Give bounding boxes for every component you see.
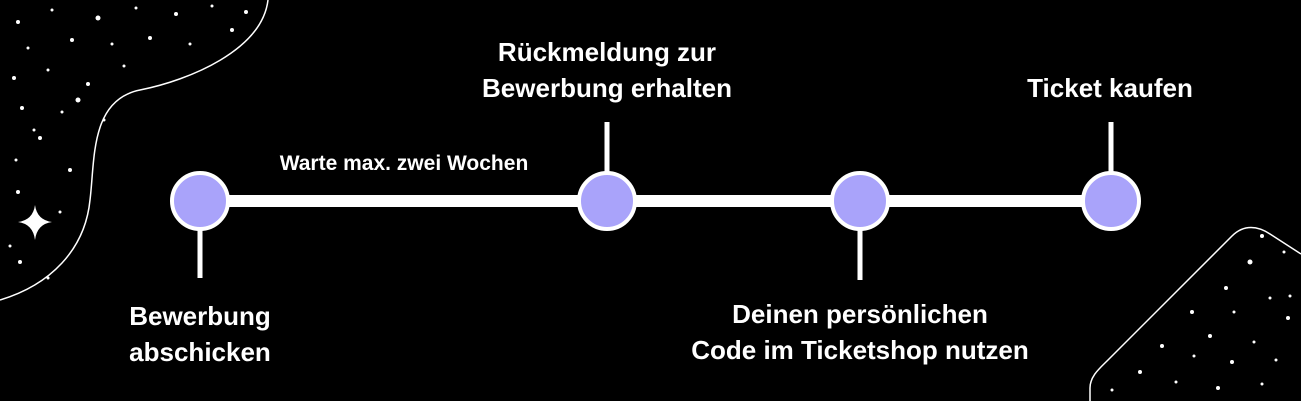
star-dot (1232, 310, 1236, 314)
star-dot (70, 38, 74, 42)
step-3-line-1: Deinen persönlichen (732, 299, 988, 329)
bottom-right-curve (1089, 226, 1301, 401)
star-dot (1252, 340, 1256, 344)
step-3-line-2: Code im Ticketshop nutzen (691, 335, 1029, 365)
star-dot (38, 136, 42, 140)
step-label-4: Ticket kaufen (960, 70, 1260, 106)
star-dot (8, 244, 12, 248)
node-step-1 (170, 171, 230, 231)
star-dot (1216, 386, 1220, 390)
star-dot (14, 158, 18, 162)
node-step-2 (577, 171, 637, 231)
star-dot (1274, 358, 1278, 362)
star-dot (46, 68, 50, 72)
star-dot (20, 106, 24, 110)
star-dot (16, 190, 20, 194)
star-dot (1286, 316, 1290, 320)
node-step-4 (1081, 171, 1141, 231)
star-dot (1288, 294, 1292, 298)
star-dot (1208, 334, 1212, 338)
star-dot (174, 12, 178, 16)
star-dot (230, 28, 234, 32)
star-dot (1224, 286, 1228, 290)
star-dot (1230, 360, 1234, 364)
star-dot (210, 4, 214, 8)
step-1-line-2: abschicken (129, 337, 271, 367)
star-dot (32, 128, 36, 132)
star-dot (122, 64, 126, 68)
star-dot (18, 260, 22, 264)
star-dot (68, 168, 72, 172)
star-dot (148, 36, 152, 40)
step-label-1: Bewerbung abschicken (50, 298, 350, 370)
step-2-line-2: Bewerbung erhalten (482, 73, 732, 103)
star-dot (1138, 370, 1142, 374)
star-dot (1174, 380, 1178, 384)
star-dot (75, 97, 81, 103)
star-dot (1282, 250, 1286, 254)
star-dot (188, 42, 192, 46)
top-left-curve (0, 0, 269, 301)
star-dot (1260, 234, 1264, 238)
step-label-2: Rückmeldung zur Bewerbung erhalten (407, 34, 807, 106)
star-dot (16, 20, 20, 24)
star-dot (1110, 388, 1114, 392)
star-dot (1260, 382, 1264, 386)
star-dot (1160, 344, 1164, 348)
star-dot (134, 6, 138, 10)
star-dot (1192, 354, 1196, 358)
star-dot (1247, 259, 1253, 265)
step-label-3: Deinen persönlichen Code im Ticketshop n… (660, 296, 1060, 368)
star-dot (1268, 296, 1272, 300)
step-4-line-1: Ticket kaufen (1027, 73, 1193, 103)
star-dot (46, 276, 50, 280)
star-dot (60, 110, 64, 114)
node-step-3 (830, 171, 890, 231)
star-dot (12, 76, 16, 80)
star-dot (102, 118, 106, 122)
step-1-line-1: Bewerbung (129, 301, 271, 331)
star-dot (50, 8, 54, 12)
star-dot (95, 15, 101, 21)
star-dot (244, 10, 248, 14)
star-dot (110, 42, 114, 46)
star-dot (58, 210, 62, 214)
star-dots (8, 4, 1292, 392)
star-dot (26, 46, 30, 50)
step-2-line-1: Rückmeldung zur (497, 37, 717, 67)
sparkle-icon (18, 205, 52, 240)
connector-label: Warte max. zwei Wochen (279, 152, 529, 175)
star-dot (1190, 310, 1194, 314)
star-dot (86, 82, 90, 86)
